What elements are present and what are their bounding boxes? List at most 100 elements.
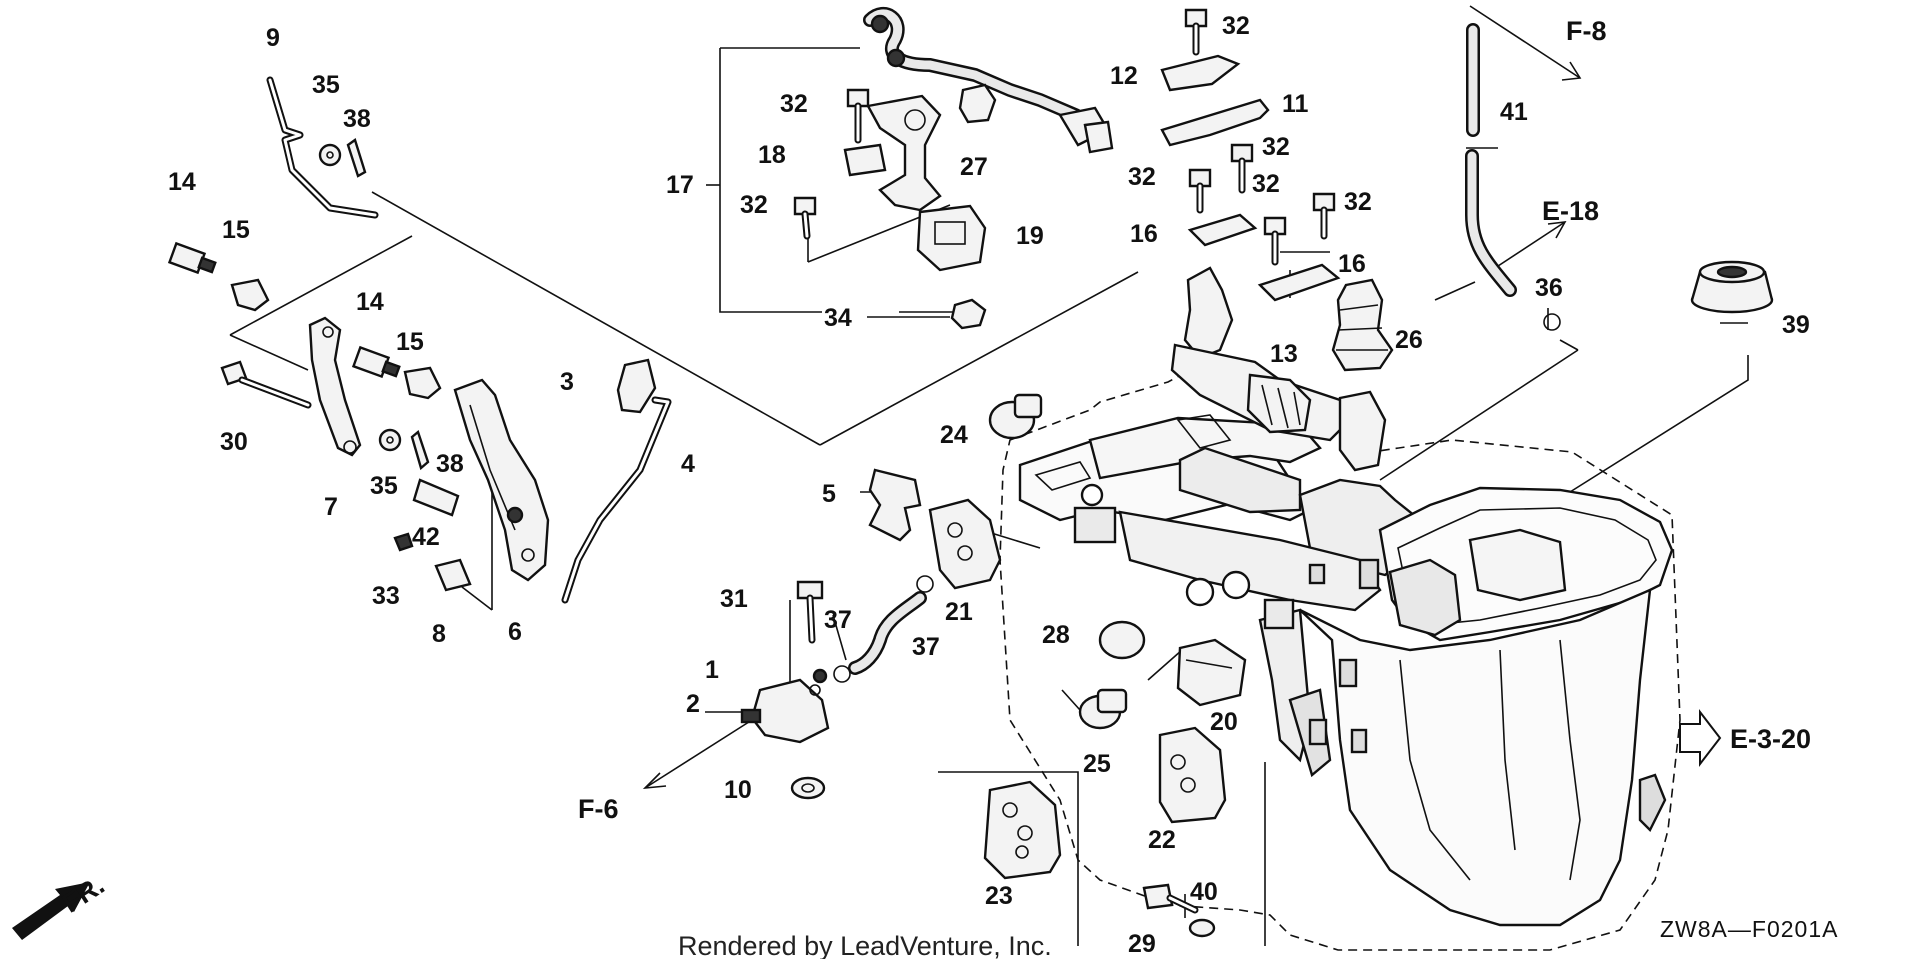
callout-19: 19: [1016, 222, 1044, 250]
callout-18: 18: [758, 141, 786, 169]
callout-12: 12: [1110, 62, 1138, 90]
callout-1: 1: [705, 656, 719, 684]
callout-25: 25: [1083, 750, 1111, 778]
cotter-pin: [346, 138, 367, 178]
callout-15b: 15: [396, 328, 424, 356]
callout-6: 6: [508, 618, 522, 646]
shift-screw: [167, 241, 217, 275]
rubber-plug: [1078, 688, 1128, 730]
callout-21: 21: [945, 598, 973, 626]
ref-e-18: E-18: [1542, 196, 1599, 226]
lower-engine-cover-housing: [999, 369, 1681, 951]
callout-28: 28: [1042, 621, 1070, 649]
ref-f-8: F-8: [1566, 16, 1607, 46]
callout-13: 13: [1270, 340, 1298, 368]
flange-bolt: [796, 580, 824, 644]
plate: [868, 468, 922, 542]
callout-14b: 14: [356, 288, 384, 316]
shift-lever: [453, 378, 550, 582]
callout-23: 23: [985, 882, 1013, 910]
callout-20: 20: [1210, 708, 1238, 736]
ref-f-6: F-6: [578, 794, 619, 824]
callout-15: 15: [222, 216, 250, 244]
callout-16: 16: [1130, 220, 1158, 248]
rubber-plug: [988, 393, 1043, 440]
flange-bolt: [1142, 883, 1199, 914]
callout-37: 37: [824, 606, 852, 634]
grommet: [1690, 260, 1774, 314]
callout-7: 7: [324, 493, 338, 521]
rubber-plate: [1257, 263, 1341, 302]
bolt: [1263, 216, 1287, 266]
seal-rubber: [983, 780, 1062, 880]
washer: [1188, 918, 1216, 938]
callout-38: 38: [343, 105, 371, 133]
callout-8: 8: [432, 620, 446, 648]
connector-holder-slot: [934, 221, 966, 245]
stay-plate: [1160, 98, 1270, 147]
washer: [318, 143, 342, 167]
cotter-pin: [410, 429, 430, 471]
credit-text: Rendered by LeadVenture, Inc.: [678, 931, 1052, 959]
rubber-plug: [1098, 620, 1146, 660]
connector-holder: [916, 204, 987, 272]
hose-clip: [833, 665, 851, 683]
seal-rubber: [1158, 726, 1227, 824]
clip: [403, 366, 442, 400]
leader-lines: [229, 5, 1749, 946]
washer: [790, 776, 826, 800]
callout-36: 36: [1535, 274, 1563, 302]
callout-31: 31: [720, 585, 748, 613]
shift-arm-pivot: [322, 326, 334, 338]
bolt: [220, 360, 312, 409]
callout-38b: 38: [436, 450, 464, 478]
callout-42: 42: [412, 523, 440, 551]
callout-4: 4: [681, 450, 695, 478]
washer: [378, 428, 402, 452]
callout-32f: 32: [1252, 170, 1280, 198]
callout-32d: 32: [1262, 133, 1290, 161]
front-direction-arrow: [12, 882, 90, 940]
callout-32c: 32: [1222, 12, 1250, 40]
callout-32e: 32: [1128, 163, 1156, 191]
callout-2: 2: [686, 690, 700, 718]
shift-screw: [351, 345, 401, 379]
callout-39: 39: [1782, 311, 1810, 339]
hose-clip: [1543, 313, 1561, 331]
wire-harness: [863, 7, 1114, 154]
hose-clip: [916, 575, 934, 593]
rubber-boot: [1331, 278, 1394, 372]
bushing: [434, 558, 472, 592]
clip: [230, 278, 270, 312]
callout-41: 41: [1500, 98, 1528, 126]
callout-24: 24: [940, 421, 968, 449]
callout-40: 40: [1190, 878, 1218, 906]
shift-arm: [308, 316, 362, 457]
bracket-hole: [904, 109, 926, 131]
callout-26: 26: [1395, 326, 1423, 354]
harness-clamp: [958, 83, 997, 124]
harness-bracket-foot: [843, 143, 887, 177]
callout-32b: 32: [740, 191, 768, 219]
vent-hose: [1465, 149, 1517, 297]
callout-14: 14: [168, 168, 196, 196]
bolt: [1230, 143, 1254, 194]
shift-link-rod: [561, 396, 672, 604]
callout-33: 33: [372, 582, 400, 610]
callout-35b: 35: [370, 472, 398, 500]
ref-e-3-20: E-3-20: [1730, 724, 1811, 754]
shift-rod: [266, 76, 379, 219]
bolt: [846, 88, 870, 144]
screw: [393, 532, 414, 552]
callout-11: 11: [1282, 90, 1309, 118]
shift-shaft-assembly: [1170, 266, 1387, 472]
callout-10: 10: [724, 776, 752, 804]
harness-bracket: [866, 94, 942, 212]
rod-clip: [616, 358, 657, 414]
seal-rubber: [1176, 638, 1247, 707]
shift-lever-pin: [506, 506, 524, 524]
callout-29: 29: [1128, 930, 1156, 958]
reference-arrow-icon: [1679, 709, 1722, 767]
callout-16b: 16: [1338, 250, 1366, 278]
